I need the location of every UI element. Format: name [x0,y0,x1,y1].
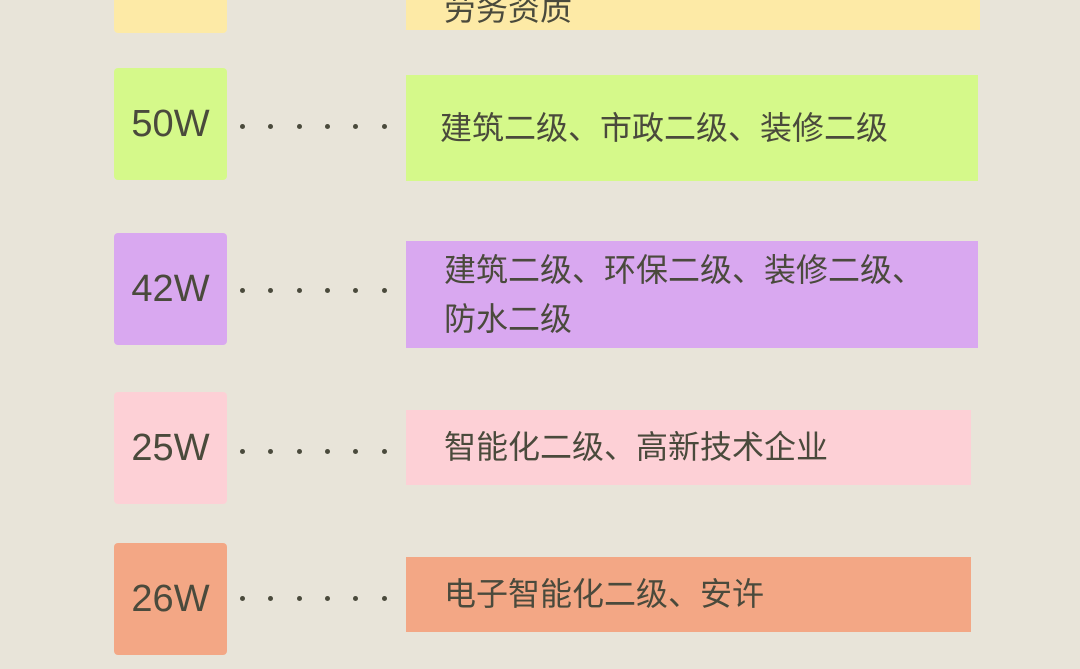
dotted-leader [240,124,415,129]
qualification-text: 建筑二级、环保二级、装修二级、防水二级 [444,250,925,338]
qualification-box: 建筑二级、市政二级、装修二级 [406,75,978,181]
qualification-text: 建筑二级、市政二级、装修二级 [440,108,889,147]
price-box: 42W [114,233,227,345]
price-box: 50W [114,68,227,180]
dotted-leader [240,596,415,601]
price-label: 25W [131,426,210,469]
dotted-leader [240,449,415,454]
qualification-box: 劳务资质 [406,0,980,30]
qualification-box: 智能化二级、高新技术企业 [406,410,971,485]
qualification-text: 劳务资质 [444,0,573,28]
qualification-text: 智能化二级、高新技术企业 [444,428,829,466]
price-label: 26W [131,577,210,620]
price-box [114,0,227,33]
price-label: 42W [131,267,210,310]
price-box: 25W [114,392,227,504]
price-box: 26W [114,543,227,655]
qualification-text: 电子智能化二级、安许 [444,575,765,613]
qualification-box: 电子智能化二级、安许 [406,557,971,632]
dotted-leader [240,288,415,293]
price-label: 50W [131,102,210,145]
qualification-box: 建筑二级、环保二级、装修二级、防水二级 [406,241,978,348]
